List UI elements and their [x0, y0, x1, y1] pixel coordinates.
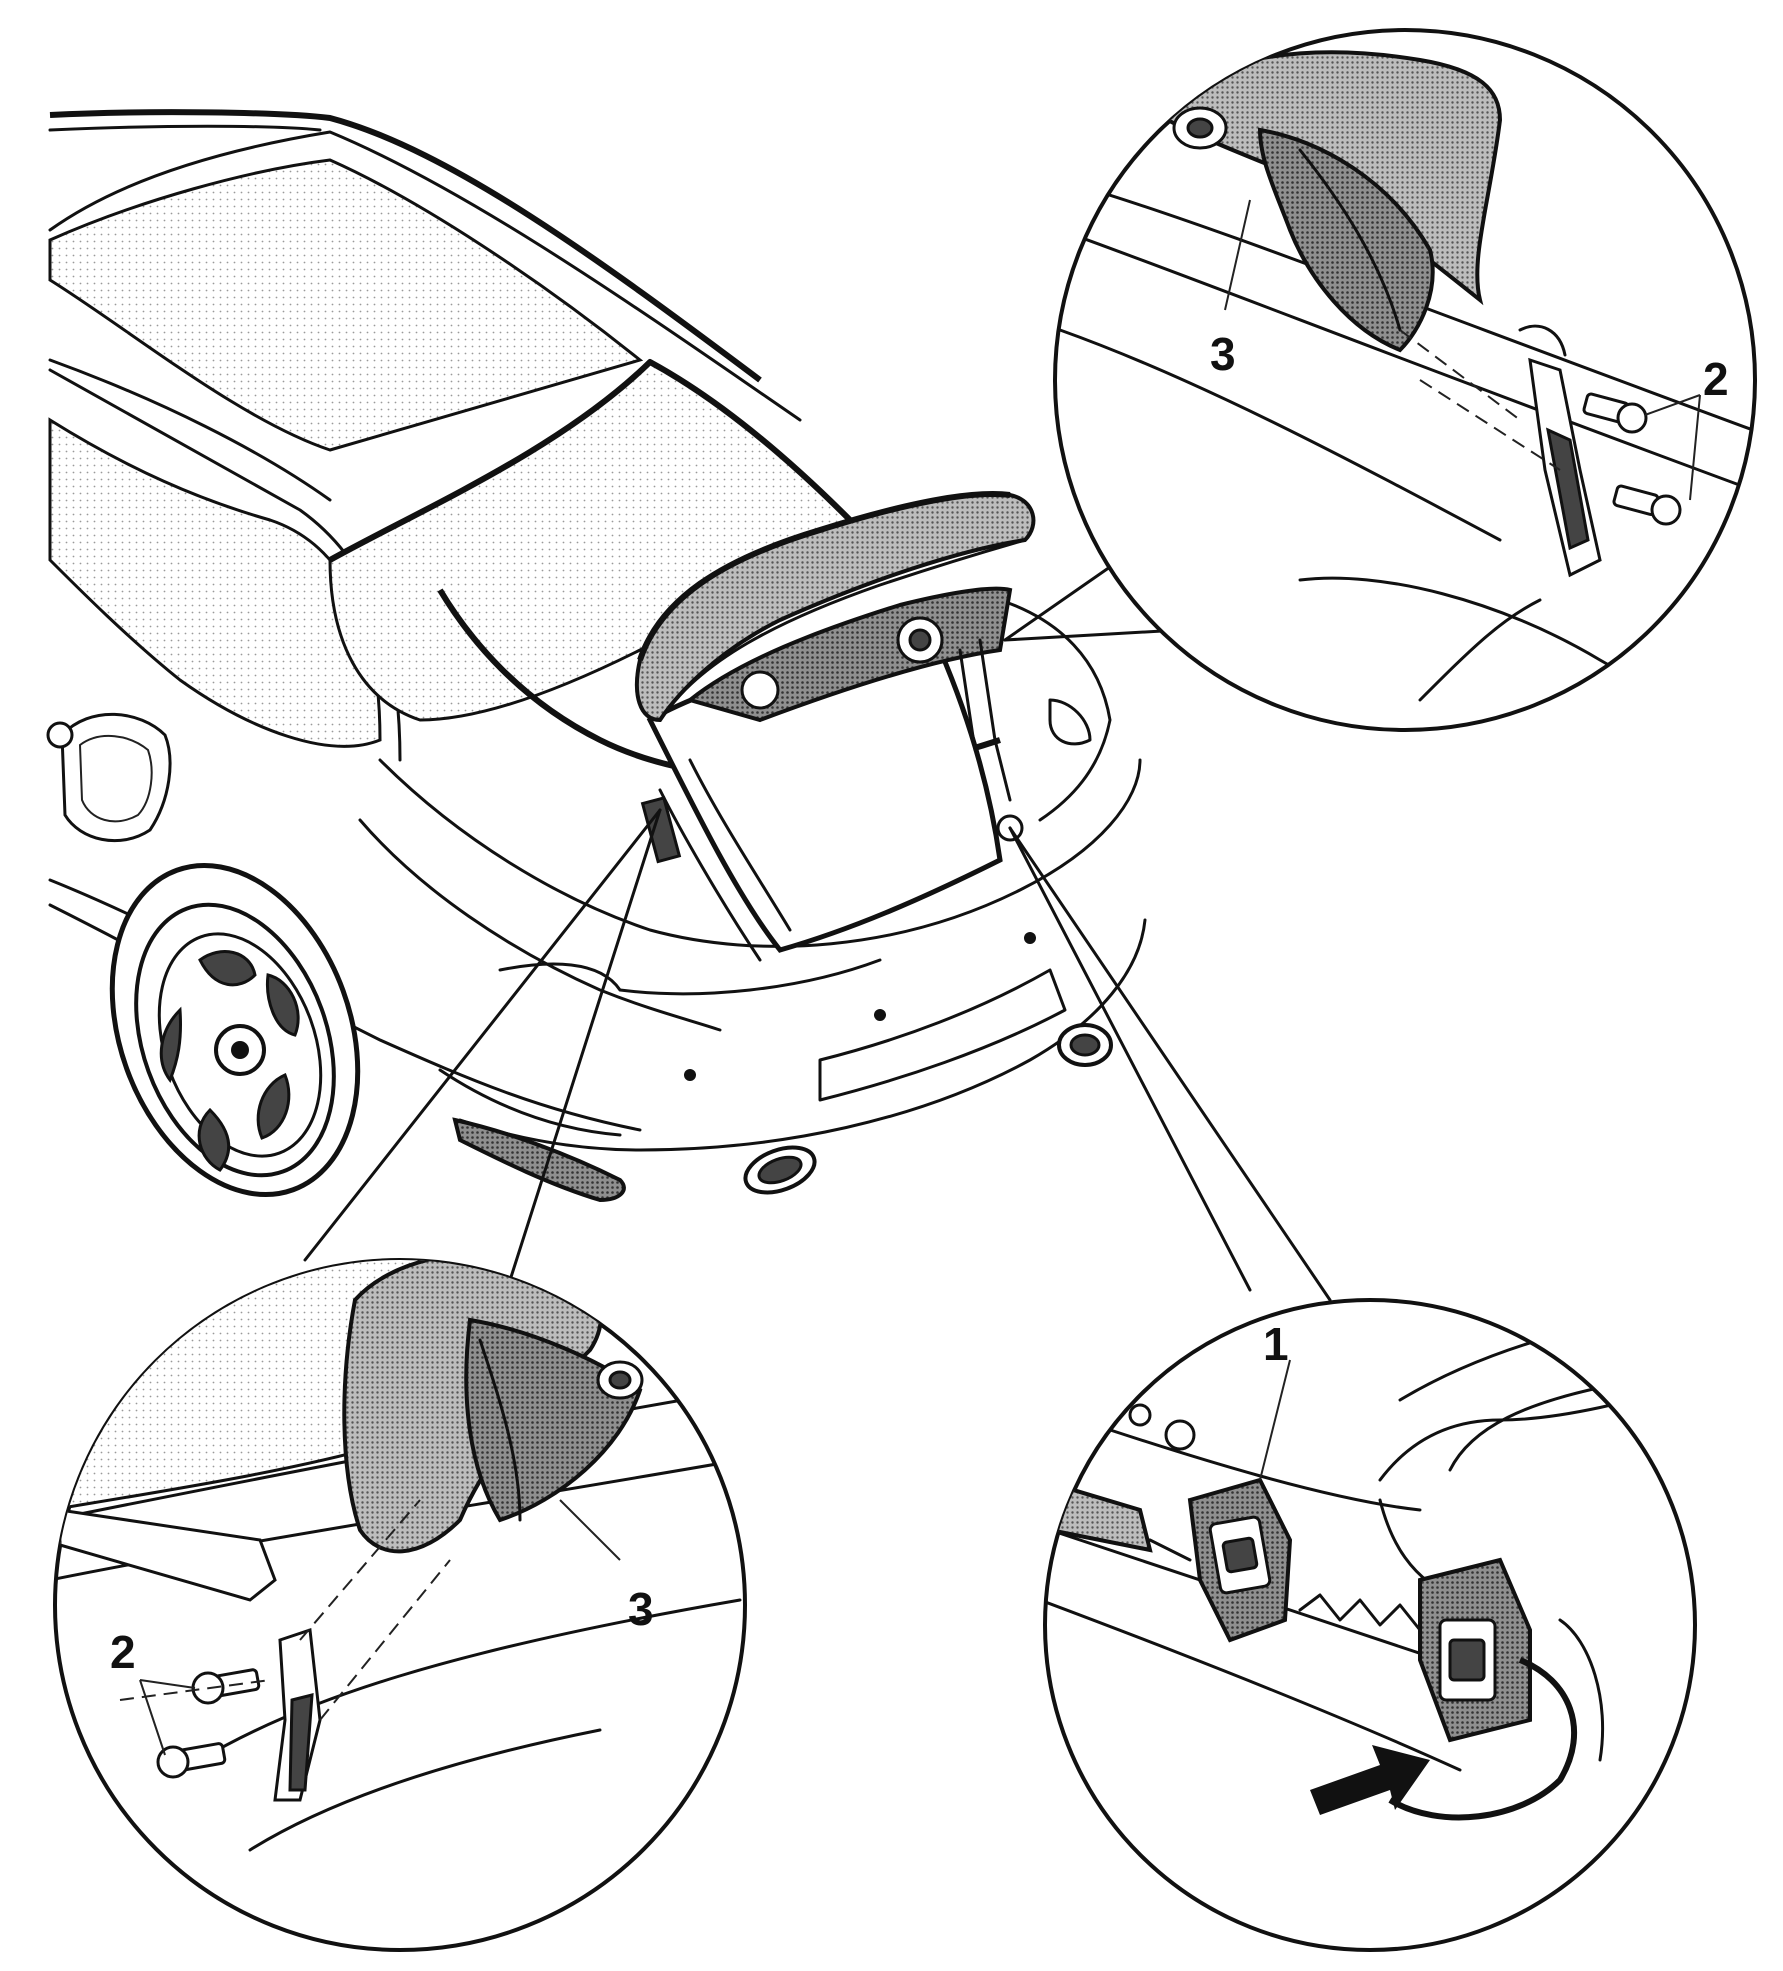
push-direction-arrow	[1310, 1745, 1430, 1815]
callout-1: 1	[1263, 1318, 1289, 1370]
callout-3-top: 3	[1210, 328, 1236, 380]
car-rear-view	[46, 109, 1147, 1203]
detail-circle-top-right: 3 2	[1053, 28, 1757, 732]
detail-circle-bottom-left: 2 3	[53, 1258, 747, 1952]
callout-2-bottom: 2	[110, 1626, 136, 1678]
detail-circle-bottom-right: 1	[1043, 1298, 1697, 1952]
connector-housing	[1187, 1477, 1293, 1643]
callout-3-bottom: 3	[628, 1583, 654, 1635]
connector-plug	[1388, 1557, 1578, 1821]
bolt-lower-top-right	[1612, 484, 1682, 526]
rear-wheel	[109, 862, 361, 1198]
bolt-upper-top-right	[1582, 392, 1648, 434]
callout-2-top: 2	[1703, 353, 1729, 405]
rear-spoiler	[635, 491, 1036, 962]
